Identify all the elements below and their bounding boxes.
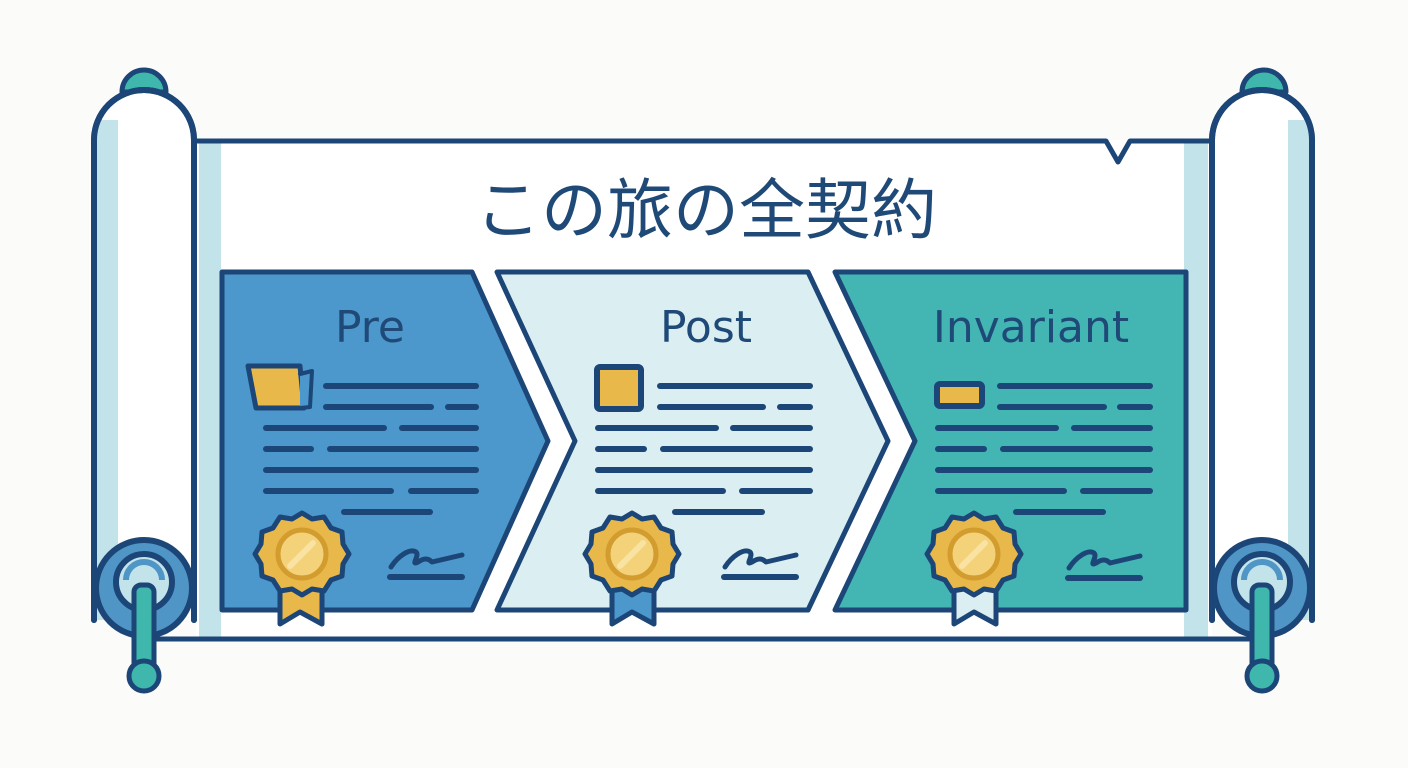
pre-text-lines: [263, 383, 479, 515]
left-roller: [91, 67, 197, 694]
panel-label-post: Post: [660, 302, 752, 353]
signature-icon: [721, 548, 799, 580]
square-stamp-icon: [594, 364, 644, 412]
post-text-lines: [595, 383, 813, 515]
panel-label-invariant: Invariant: [933, 302, 1129, 353]
rectangle-stamp-icon: [934, 381, 985, 409]
invariant-panel-shape: [832, 269, 1189, 613]
folded-note-icon: [245, 363, 314, 411]
scroll-title: この旅の全契約: [475, 172, 937, 249]
panel-label-pre: Pre: [335, 302, 405, 353]
invariant-text-lines: [935, 383, 1153, 515]
seal-ribbon-icon: [252, 510, 352, 627]
seal-ribbon-icon: [582, 510, 682, 627]
panel-pre: Pre: [219, 269, 551, 627]
post-panel-shape: [494, 269, 891, 613]
signature-icon: [1065, 549, 1143, 581]
panel-invariant: Invariant: [832, 269, 1189, 627]
panel-post: Post: [494, 269, 891, 627]
signature-icon: [387, 548, 465, 580]
seal-ribbon-icon: [924, 510, 1024, 627]
right-roller: [1209, 67, 1315, 694]
